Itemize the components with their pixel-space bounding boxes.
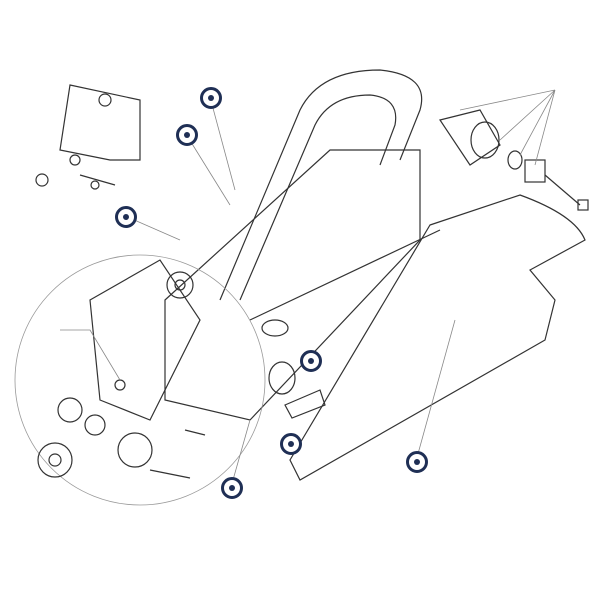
hotspot-marker-6[interactable]: [221, 477, 243, 499]
hotspot-marker-1[interactable]: [200, 87, 222, 109]
hotspot-marker-2[interactable]: [176, 124, 198, 146]
main-frame: [164, 149, 441, 421]
knob-assembly: [439, 89, 589, 211]
small-parts: [268, 361, 326, 419]
leader-lines: [60, 96, 456, 488]
hotspot-marker-5[interactable]: [280, 433, 302, 455]
hotspot-marker-7[interactable]: [406, 451, 428, 473]
side-cover: [289, 194, 586, 481]
handle: [219, 69, 423, 301]
mechanism-assembly: [14, 254, 266, 506]
hotspot-marker-3[interactable]: [115, 206, 137, 228]
inset-detail-view: [35, 84, 141, 190]
hotspot-marker-4[interactable]: [300, 350, 322, 372]
